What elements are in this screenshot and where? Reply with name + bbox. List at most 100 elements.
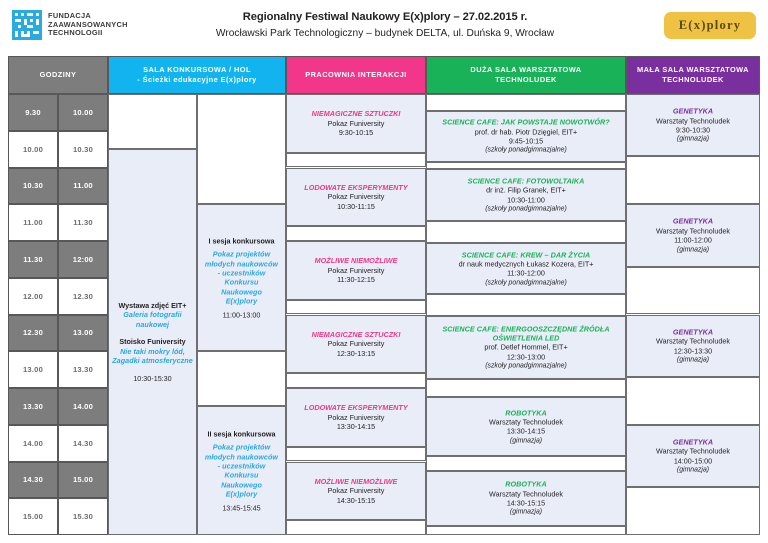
prac-empty-cell: [286, 152, 426, 168]
mala-empty-cell: [626, 376, 760, 425]
prac-event-title: NIEMAGICZNE SZTUCZKI: [311, 109, 401, 119]
time-cell-start: 13.00: [8, 351, 58, 388]
duza-empty-cell: [426, 220, 626, 243]
prac-event-time: 13:30-14:15: [336, 422, 376, 432]
prac-empty-cell: [286, 373, 426, 388]
duza-event-subtitle: prof. dr hab. Piotr Dzięgiel, EIT+: [474, 126, 578, 136]
mala-event-time: 11:00-12:00: [674, 235, 712, 245]
explory-logo: E(x)plory: [664, 12, 756, 39]
time-cell-end: 15.30: [58, 498, 108, 535]
mala-empty-cell: [626, 266, 760, 315]
prac-event-subtitle: Pokaz Funiversity: [327, 339, 385, 349]
prac-event-subtitle: Pokaz Funiversity: [327, 265, 385, 275]
duza-empty-cell: [426, 378, 626, 398]
session-gap-cell: [197, 351, 286, 407]
duza-event-cell: SCIENCE CAFE: ENERGOOSZCZĘDNE ŹRÓDŁA OŚW…: [426, 316, 626, 379]
column-header-mala-sublabel: TECHNOLUDEK: [662, 75, 724, 84]
prac-event-time: 12:30-13:15: [336, 348, 376, 358]
column-header-sala-sublabel: - Ścieżki edukacyjne E(x)plory: [137, 75, 257, 84]
time-cell-end: 12.30: [58, 277, 108, 315]
column-header-time: GODZINY: [8, 56, 108, 94]
duza-event-time: 13:30-14:15: [506, 426, 546, 436]
prac-event-title: LODOWATE EKSPERYMENTY: [304, 182, 408, 192]
mala-empty-cell: [626, 156, 760, 205]
duza-event-note: (gimnazja): [509, 508, 543, 516]
prac-event-time: 9:30-10:15: [338, 128, 374, 138]
time-cell-start: 12.30: [8, 314, 58, 352]
mala-event-subtitle: Warsztaty Technoludek: [656, 226, 730, 236]
time-cell-end: 13.00: [58, 314, 108, 352]
duza-event-time: 12:30-13:00: [506, 352, 546, 362]
time-cell-start: 14.30: [8, 461, 58, 499]
duza-event-time: 11:30-12:00: [507, 268, 545, 278]
duza-event-title: SCIENCE CAFE: FOTOWOLTAIKA: [467, 176, 585, 186]
duza-event-title: SCIENCE CAFE: ENERGOOSZCZĘDNE ŹRÓDŁA OŚW…: [442, 324, 610, 343]
page-title: Regionalny Festiwal Naukowy E(x)plory – …: [170, 10, 600, 41]
duza-event-note: (szkoły ponadgimnazjalne): [485, 146, 567, 154]
prac-empty-cell: [286, 446, 426, 462]
column-header-sala-konkursowa: SALA KONKURSOWA / HOL - Ścieżki edukacyj…: [108, 56, 286, 94]
prac-event-title: NIEMAGICZNE SZTUCZKI: [311, 329, 401, 339]
time-cell-start: 13.30: [8, 388, 58, 425]
column-header-duza-label: DUŻA SALA WARSZTATOWA: [470, 65, 582, 75]
time-cell-end: 11.30: [58, 204, 108, 241]
cell-content: SCIENCE CAFE: ENERGOOSZCZĘDNE ŹRÓDŁA OŚW…: [427, 324, 625, 371]
title-line-2: Wrocławski Park Technologiczny – budynek…: [215, 28, 555, 39]
time-cell-end: 10.30: [58, 130, 108, 168]
mala-event-note: (gimnazja): [676, 135, 710, 143]
mala-event-title: GENETYKA: [672, 216, 714, 226]
prac-empty-cell: [286, 226, 426, 241]
foundation-line-1: FUNDACJA: [48, 11, 92, 21]
time-cell-end: 14.30: [58, 424, 108, 462]
exhibit-title-2: Stoisko Funiversity: [119, 337, 186, 347]
prac-event-subtitle: Pokaz Funiversity: [327, 192, 385, 202]
explory-logo-text: E(x)plory: [678, 18, 742, 32]
session-1-title: I sesja konkursowa: [208, 236, 275, 246]
duza-empty-top: [426, 94, 626, 111]
duza-event-title: ROBOTYKA: [505, 407, 547, 417]
duza-event-cell: SCIENCE CAFE: JAK POWSTAJE NOWOTWÓR?prof…: [426, 110, 626, 162]
time-cell-start: 15.00: [8, 498, 58, 535]
duza-event-title: ROBOTYKA: [505, 479, 547, 489]
session-1-time: 11:00-13:00: [222, 309, 261, 319]
time-cell-start: 10.00: [8, 130, 58, 168]
prac-event-time: 10:30-11:15: [337, 201, 375, 211]
page-header: FUNDACJA ZAAWANSOWANYCH TECHNOLOGII Regi…: [0, 0, 768, 52]
session-2-title: II sesja konkursowa: [207, 429, 276, 439]
mala-event-subtitle: Warsztaty Technoludek: [656, 336, 730, 346]
time-cell-end: 11.00: [58, 167, 108, 205]
duza-event-note: (szkoły ponadgimnazjalne): [485, 362, 567, 370]
mala-event-time: 9:30-10:30: [675, 125, 711, 135]
time-cell-end: 13.30: [58, 351, 108, 388]
mala-event-note: (gimnazja): [676, 356, 710, 364]
column-header-duza-sublabel: TECHNOLUDEK: [495, 75, 557, 84]
prac-event-title: MOŻLIWE NIEMOŻLIWE: [314, 476, 398, 486]
foundation-logo: FUNDACJA ZAAWANSOWANYCH TECHNOLOGII: [12, 10, 128, 40]
prac-event-time: 14:30-15:15: [336, 495, 376, 505]
